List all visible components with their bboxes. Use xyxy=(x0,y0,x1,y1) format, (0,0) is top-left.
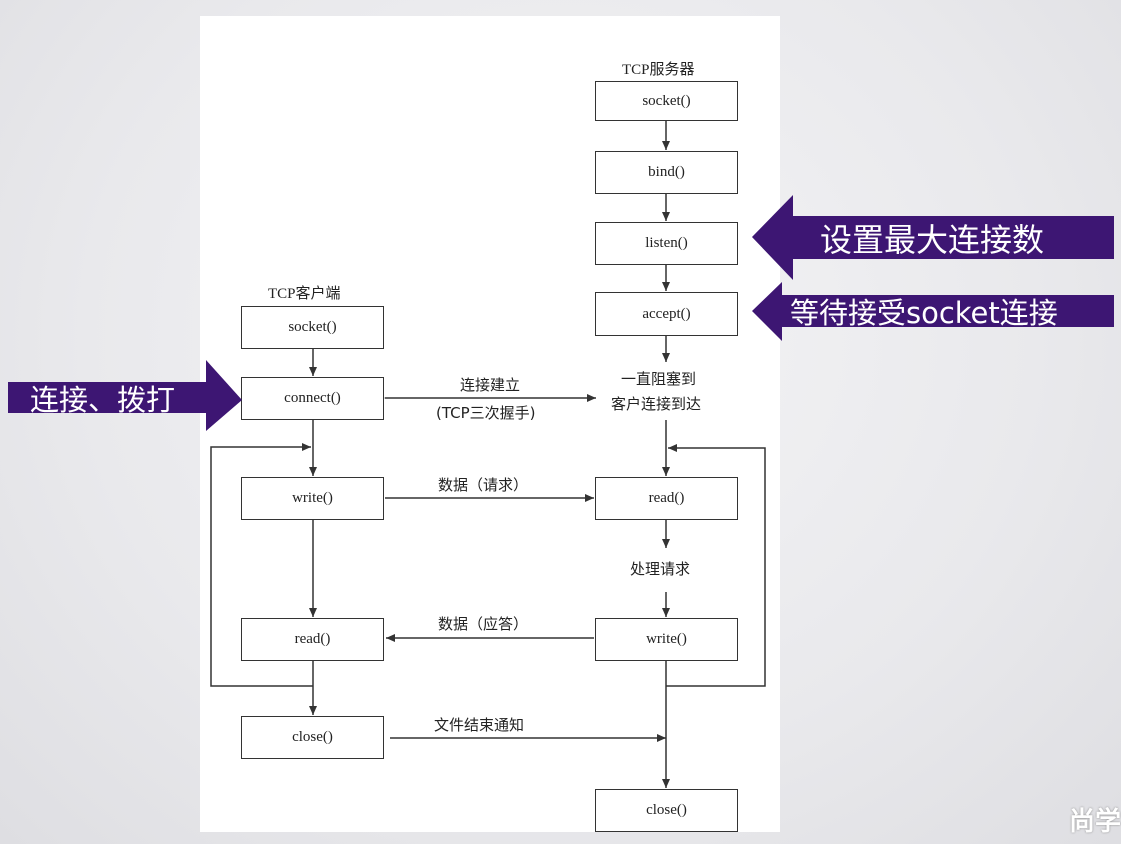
response-label: 数据（应答） xyxy=(438,615,529,633)
client-socket-box: socket() xyxy=(241,306,384,349)
watermark: 尚学 xyxy=(1068,807,1121,837)
server-listen-box: listen() xyxy=(595,222,738,265)
server-read-box: read() xyxy=(595,477,738,520)
client-close-box: close() xyxy=(241,716,384,759)
handshake-label: (TCP三次握手) xyxy=(436,404,536,422)
client-write-box: write() xyxy=(241,477,384,520)
server-block-wait-line2: 客户连接到达 xyxy=(611,395,702,413)
flow-lines xyxy=(210,119,766,788)
client-loop-line xyxy=(210,443,313,687)
server-socket-box: socket() xyxy=(595,81,738,121)
diagram-panel: TCP服务器 socket() bind() listen() accept()… xyxy=(200,16,780,832)
server-title: TCP服务器 xyxy=(622,62,695,78)
client-read-box: read() xyxy=(241,618,384,661)
client-title: TCP客户端 xyxy=(268,286,341,302)
server-accept-box: accept() xyxy=(595,292,738,336)
server-bind-box: bind() xyxy=(595,151,738,194)
connect-label: 连接建立 xyxy=(460,376,521,394)
accept-callout-text: 等待接受socket连接 xyxy=(790,296,1058,330)
listen-callout-text: 设置最大连接数 xyxy=(820,220,1045,259)
server-loop-line xyxy=(666,444,766,687)
eof-label: 文件结束通知 xyxy=(434,716,525,734)
request-label: 数据（请求） xyxy=(438,476,529,494)
server-block-wait-line1: 一直阻塞到 xyxy=(621,370,697,388)
server-write-box: write() xyxy=(595,618,738,661)
server-close-box: close() xyxy=(595,789,738,832)
client-connect-box: connect() xyxy=(241,377,384,420)
server-process-label: 处理请求 xyxy=(630,560,691,578)
connect-callout-text: 连接、拨打 xyxy=(30,382,176,417)
